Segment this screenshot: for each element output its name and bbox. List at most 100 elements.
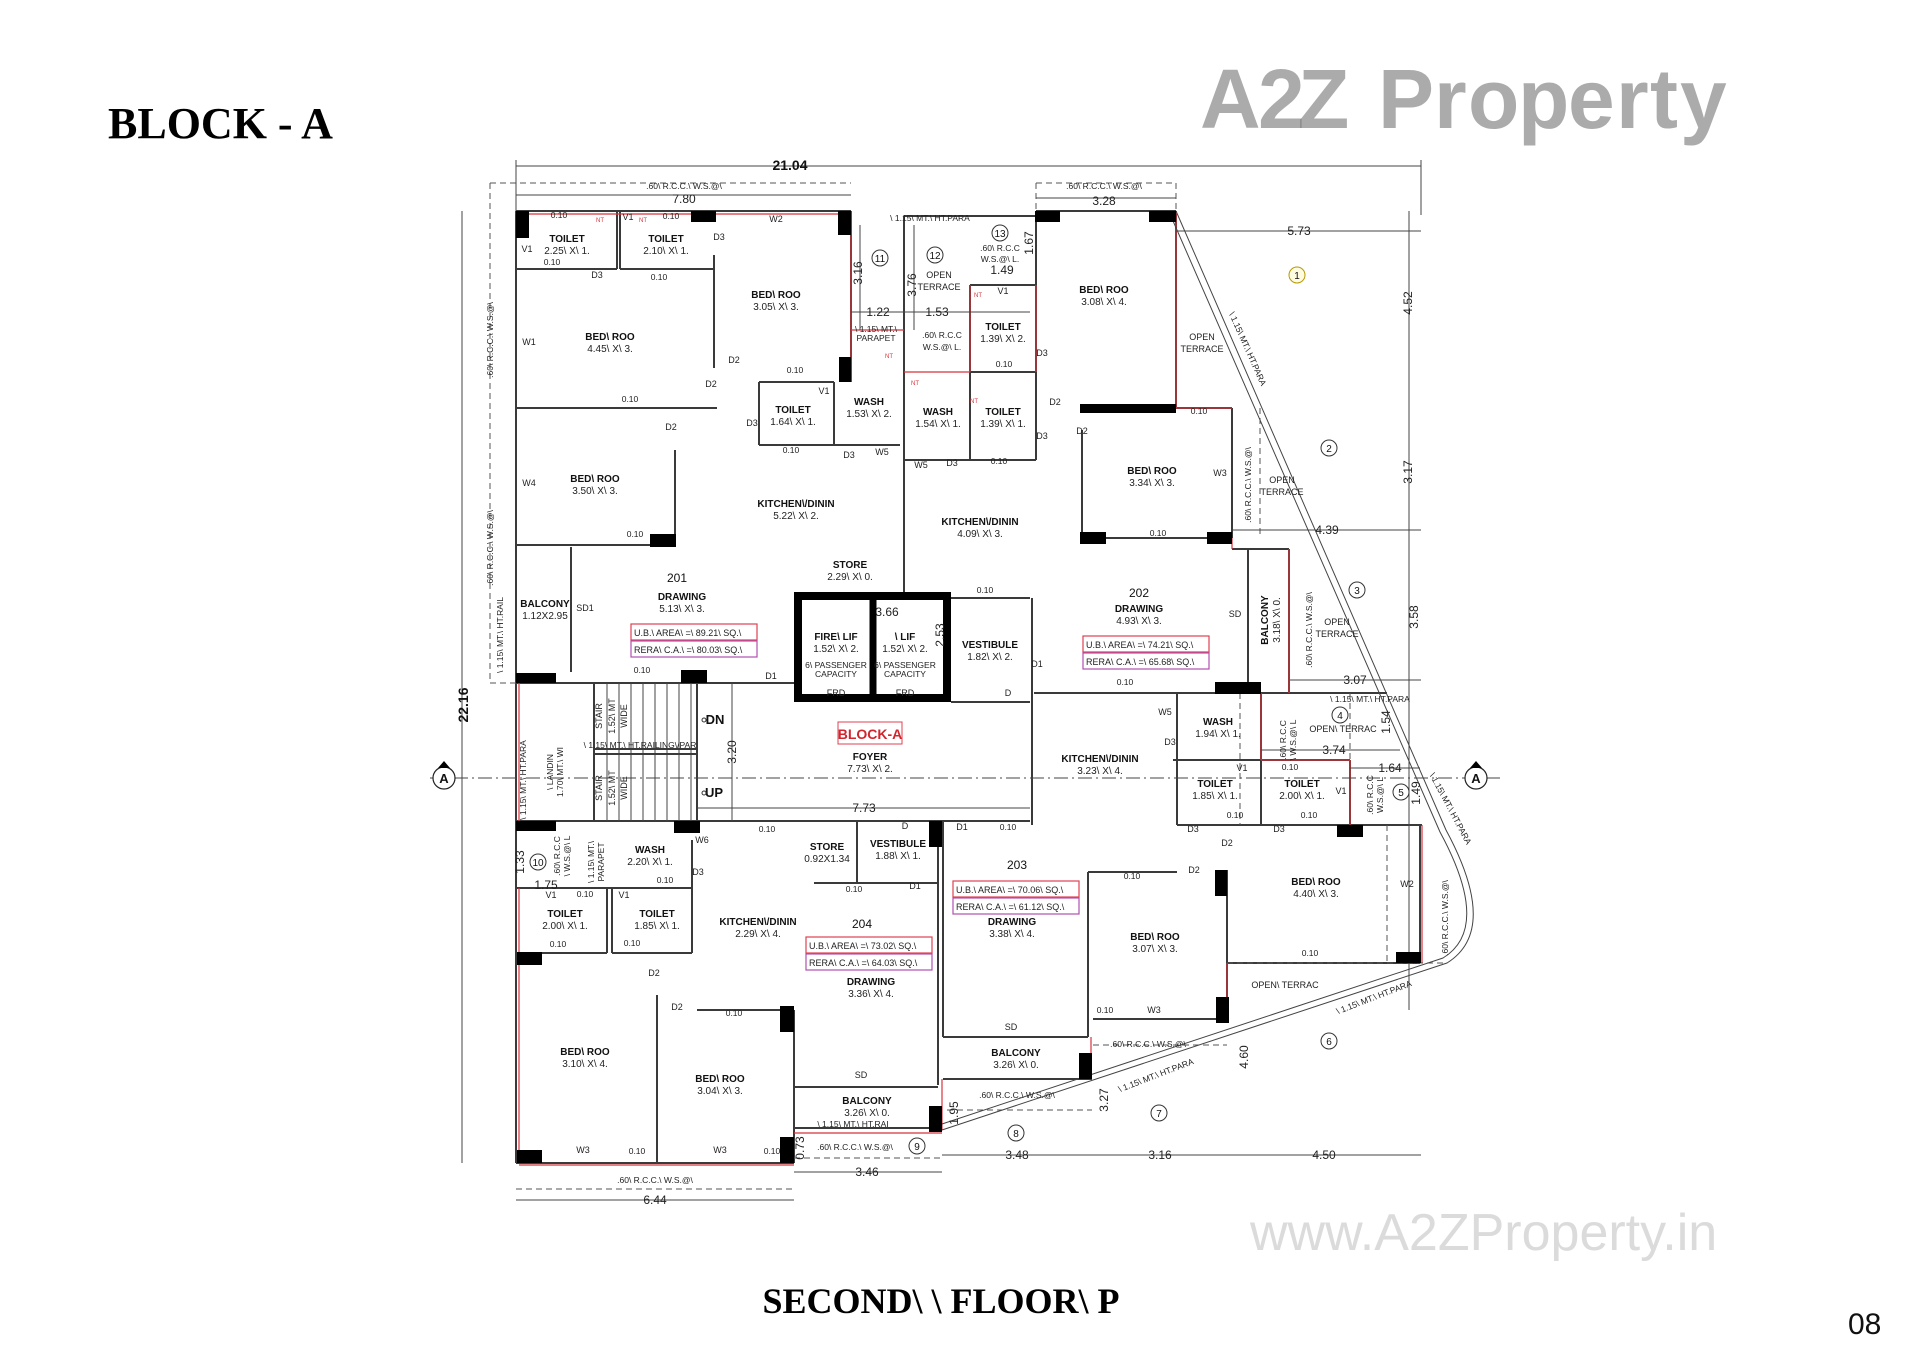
block-label-box	[837, 721, 903, 745]
room-size: 1.94\ X\ 1.	[1195, 729, 1241, 740]
wall-thickness-label: 0.10	[1000, 822, 1017, 832]
zone-number-circle	[1288, 266, 1306, 284]
wall-thickness-label: 0.10	[622, 394, 639, 404]
dimension-label: 3.58	[1407, 605, 1421, 629]
dimension-label: 3.66	[875, 605, 899, 619]
room-name: BED\ ROO	[1079, 285, 1129, 296]
room-name: BED\ ROO	[1127, 466, 1177, 477]
annotation-note: PARAPET	[596, 842, 606, 881]
dimension-label: 4.52	[1401, 291, 1415, 315]
annotation-note: \ 1.15\ MT.\ HT.PARA	[518, 740, 528, 820]
zone-number-circle	[529, 853, 547, 871]
wall-thickness-label: 0.10	[551, 210, 568, 220]
watermark-letter: A	[1200, 52, 1261, 146]
dimension-label: 3.17	[1401, 460, 1415, 484]
page-title: BLOCK - A	[108, 99, 333, 148]
zone-number: 6	[1326, 1037, 1332, 1048]
stair-wide: WIDE	[619, 704, 629, 728]
door-window-tag: D2	[671, 1002, 683, 1012]
annotation-note: .60\ R.C.C.\ W.S.@\	[646, 181, 722, 191]
room-size: 1.52\ X\ 2.	[882, 644, 928, 655]
door-window-tag: W2	[769, 214, 783, 224]
zone-number: 4	[1337, 711, 1343, 722]
door-window-tag: W3	[713, 1145, 727, 1155]
door-window-tag: W5	[1158, 707, 1172, 717]
columns	[516, 211, 1421, 1163]
room-name: FIRE\ LIF	[814, 632, 857, 643]
room-size: 3.08\ X\ 4.	[1081, 297, 1127, 308]
door-window-tag: W6	[695, 835, 709, 845]
door-window-tag: D3	[1036, 431, 1048, 441]
room-name: WASH	[1203, 717, 1233, 728]
lift-capacity: 6\ PASSENGER	[874, 660, 936, 670]
room-size: 1.53\ X\ 2.	[846, 409, 892, 420]
ub-area-box	[1082, 635, 1210, 653]
dimension-label: 3.27	[1097, 1088, 1111, 1112]
room-size: 1.39\ X\ 1.	[980, 419, 1026, 430]
zone-number: 9	[914, 1142, 920, 1153]
room-name: WASH	[854, 397, 884, 408]
nt-marker: NT	[596, 218, 604, 224]
room-name: BED\ ROO	[570, 474, 620, 485]
stair-down-label: DN	[706, 712, 725, 727]
door-window-tag: FRD	[896, 688, 915, 698]
room-name: BED\ ROO	[1291, 877, 1341, 888]
watermark-letter: t	[1650, 52, 1678, 146]
block-label: BLOCK-A	[838, 726, 903, 742]
annotation-note: PARAPET	[856, 333, 895, 343]
door-window-tag: SD1	[576, 603, 594, 613]
column	[839, 357, 851, 382]
unit-number: 204	[852, 917, 872, 931]
section-marker-label: A	[439, 771, 449, 786]
annotation-note: \ LANDIN	[545, 754, 555, 790]
zone-number: 5	[1398, 788, 1404, 799]
annotation-note: .60\ R.C.C.\ W.S.@\	[817, 1142, 893, 1152]
watermark-letter: e	[1568, 52, 1615, 146]
zone-number: 1	[1294, 271, 1300, 282]
zone-number: 13	[994, 229, 1006, 240]
wall-thickness-label: 0.10	[977, 585, 994, 595]
door-window-tag: D3	[1164, 737, 1176, 747]
door-window-tag: W2	[1400, 879, 1414, 889]
zone-number-circle	[1348, 581, 1366, 599]
annotation-note: 1.70\ MT.\ WI	[555, 747, 565, 797]
door-window-tag: SD	[855, 1070, 868, 1080]
room-name: WASH	[923, 407, 953, 418]
ub-area-text: U.B.\ AREA\ =\ 74.21\ SQ.\	[1086, 640, 1194, 650]
zone-number: 7	[1156, 1109, 1162, 1120]
room-size: 3.34\ X\ 3.	[1129, 478, 1175, 489]
room-size: 3.26\ X\ 0.	[993, 1060, 1039, 1071]
dimension-label: 6.44	[643, 1193, 667, 1207]
room-name: \ LIF	[895, 632, 916, 643]
room-name: KITCHEN\/DININ	[719, 917, 796, 928]
room-name: DRAWING	[1115, 604, 1164, 615]
column	[1215, 682, 1261, 694]
column	[517, 1150, 542, 1163]
column	[929, 821, 942, 847]
door-window-tag: D2	[705, 379, 717, 389]
annotation-note: .60\ R.C.C.\ W.S.@\	[1440, 880, 1450, 956]
zone-number-circle	[1331, 706, 1349, 724]
watermark-letter: 2	[1258, 52, 1305, 146]
stair-width: 1.52\ MT	[607, 770, 617, 806]
annotation-note: \ 1.15\ MT.\ HT.RAI	[817, 1119, 888, 1129]
room-name: OPEN	[1189, 332, 1215, 342]
column	[1080, 532, 1106, 544]
room-name: OPEN\ TERRAC	[1309, 724, 1377, 734]
door-window-tag: D3	[591, 270, 603, 280]
room-name: BED\ ROO	[560, 1047, 610, 1058]
stair-up-label: UP	[705, 785, 723, 800]
annotation-note: .60\ R.C.C.\ W.S.@\	[979, 1090, 1055, 1100]
annotation-note: .60\ R.C.C.\ W.S.@\	[1110, 1039, 1186, 1049]
door-window-tag: D2	[665, 422, 677, 432]
rera-area-box	[630, 640, 758, 658]
room-name: FOYER	[853, 752, 888, 763]
room-size: TERRACE	[917, 282, 960, 292]
door-window-tag: D2	[648, 968, 660, 978]
wall-thickness-label: 0.10	[991, 456, 1008, 466]
room-size: 3.23\ X\ 4.	[1077, 766, 1123, 777]
dimension-label: 4.60	[1237, 1045, 1251, 1069]
ub-area-text: U.B.\ AREA\ =\ 89.21\ SQ.\	[634, 628, 742, 638]
room-size: 4.93\ X\ 3.	[1116, 616, 1162, 627]
annotation-note: .60\ R.C.C	[1365, 775, 1375, 815]
